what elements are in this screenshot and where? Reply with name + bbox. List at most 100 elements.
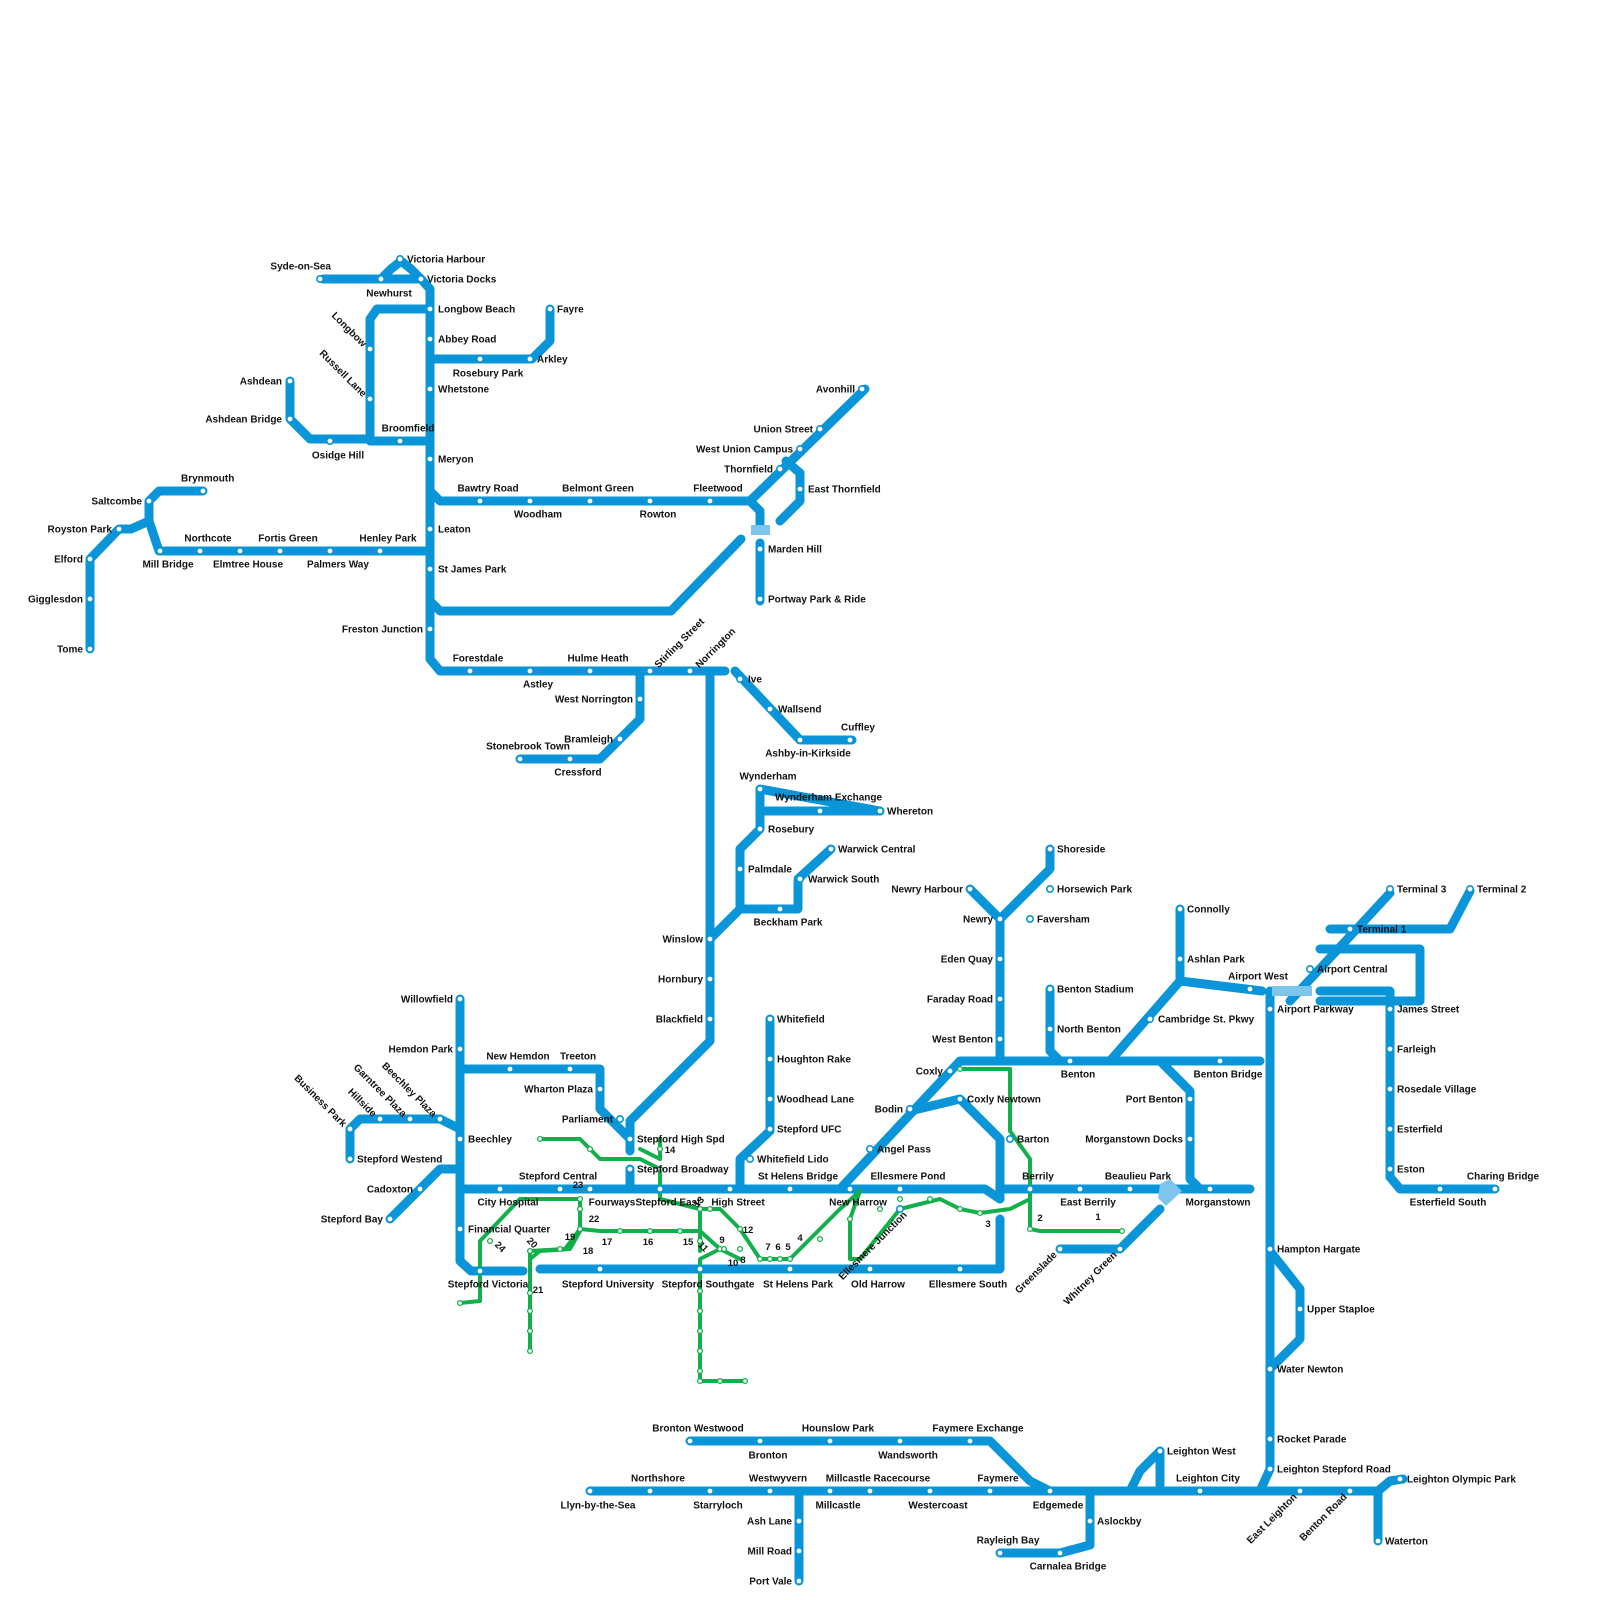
station-marker-osidge-hill[interactable] xyxy=(327,438,333,444)
station-marker-abbey-road[interactable] xyxy=(427,336,433,342)
station-marker-bodin[interactable] xyxy=(907,1106,913,1112)
station-marker-leaton[interactable] xyxy=(427,526,433,532)
tram-stop-marker[interactable] xyxy=(978,1211,983,1216)
station-marker-faymere-exchange[interactable] xyxy=(967,1438,973,1444)
station-marker-syde-on-sea[interactable] xyxy=(317,276,323,282)
station-marker-greenslade[interactable] xyxy=(1057,1246,1063,1252)
station-marker-faversham[interactable] xyxy=(1027,916,1033,922)
tram-stop-marker[interactable] xyxy=(698,1369,703,1374)
station-marker-west-union-campus[interactable] xyxy=(797,446,803,452)
tram-stop-marker[interactable] xyxy=(958,1067,963,1072)
tram-stop-marker[interactable] xyxy=(588,1147,593,1152)
station-marker-russell-lane[interactable] xyxy=(367,396,373,402)
station-marker-norrington[interactable] xyxy=(687,668,693,674)
station-marker-astley[interactable] xyxy=(527,668,533,674)
station-marker-royston-park[interactable] xyxy=(116,526,122,532)
tram-stop-marker[interactable] xyxy=(848,1217,853,1222)
station-marker-stepford-victoria[interactable] xyxy=(477,1268,483,1274)
tram-stop-marker[interactable] xyxy=(1028,1227,1033,1232)
station-marker-upper-staploe[interactable] xyxy=(1297,1306,1303,1312)
station-marker-eden-quay[interactable] xyxy=(997,956,1003,962)
station-marker-woodhead-lane[interactable] xyxy=(767,1096,773,1102)
station-marker-coxly-newtown[interactable] xyxy=(957,1096,963,1102)
station-marker-city-hospital[interactable] xyxy=(497,1186,503,1192)
tram-stop-marker[interactable] xyxy=(678,1229,683,1234)
station-marker-avonhill[interactable] xyxy=(859,386,865,392)
station-marker-shoreside[interactable] xyxy=(1047,846,1053,852)
station-marker-hillside[interactable] xyxy=(377,1116,383,1122)
station-marker-morganstown-docks[interactable] xyxy=(1187,1136,1193,1142)
tram-stop-marker[interactable] xyxy=(698,1309,703,1314)
station-marker-newhurst[interactable] xyxy=(378,276,384,282)
station-marker-horsewich-park[interactable] xyxy=(1047,886,1053,892)
station-marker-newry-harbour[interactable] xyxy=(967,886,973,892)
tram-stop-marker[interactable] xyxy=(1120,1229,1125,1234)
station-marker-coxly[interactable] xyxy=(947,1068,953,1074)
station-marker-palmers-way[interactable] xyxy=(327,548,333,554)
station-marker-stepford-bay[interactable] xyxy=(387,1216,393,1222)
station-marker-hemdon-park[interactable] xyxy=(457,1046,463,1052)
station-marker-henley-park[interactable] xyxy=(377,548,383,554)
tram-stop-marker[interactable] xyxy=(618,1229,623,1234)
station-marker-barton[interactable] xyxy=(1007,1136,1013,1142)
station-marker-ive[interactable] xyxy=(737,676,743,682)
station-marker-wallsend[interactable] xyxy=(767,706,773,712)
tram-stop-marker[interactable] xyxy=(928,1197,933,1202)
station-marker-millcastle[interactable] xyxy=(827,1488,833,1494)
station-marker-bramleigh[interactable] xyxy=(617,736,623,742)
station-marker-stepford-ufc[interactable] xyxy=(767,1126,773,1132)
tram-stop-marker[interactable] xyxy=(738,1247,743,1252)
station-marker-ashdean[interactable] xyxy=(287,378,293,384)
station-marker-whetstone[interactable] xyxy=(427,386,433,392)
station-marker-northcote[interactable] xyxy=(197,548,203,554)
station-marker-eldford[interactable] xyxy=(87,556,93,562)
station-marker-mill-road[interactable] xyxy=(796,1548,802,1554)
tram-stop-marker[interactable] xyxy=(648,1229,653,1234)
station-marker-gigglesdon[interactable] xyxy=(87,596,93,602)
station-marker-whitefield[interactable] xyxy=(767,1016,773,1022)
tram-stop-marker[interactable] xyxy=(743,1379,748,1384)
station-marker-connolly[interactable] xyxy=(1177,906,1183,912)
station-marker-james-street[interactable] xyxy=(1387,1006,1393,1012)
tram-stop-marker[interactable] xyxy=(698,1349,703,1354)
station-marker-newry[interactable] xyxy=(997,916,1003,922)
station-marker-airport-west[interactable] xyxy=(1247,986,1253,992)
station-marker-rosedale-village[interactable] xyxy=(1387,1086,1393,1092)
station-marker-new-hemdon[interactable] xyxy=(507,1066,513,1072)
station-marker-millcastle-racecourse[interactable] xyxy=(867,1488,873,1494)
station-marker-st-helens-park[interactable] xyxy=(787,1266,793,1272)
station-marker-cadoxton[interactable] xyxy=(417,1186,423,1192)
tram-stop-marker[interactable] xyxy=(558,1247,563,1252)
station-marker-arkley[interactable] xyxy=(527,356,533,362)
station-marker-warwick-south[interactable] xyxy=(797,876,803,882)
tram-stop-marker[interactable] xyxy=(698,1329,703,1334)
station-marker-hornbury[interactable] xyxy=(707,976,713,982)
station-marker-fleetwood[interactable] xyxy=(707,498,713,504)
station-marker-westwyvern[interactable] xyxy=(767,1488,773,1494)
tram-stop-marker[interactable] xyxy=(718,1379,723,1384)
station-marker-port-vale[interactable] xyxy=(796,1578,802,1584)
station-marker-victoria-harbour[interactable] xyxy=(397,256,403,262)
station-marker-garntree-plaza[interactable] xyxy=(407,1116,413,1122)
station-marker-stepford-high-spd[interactable] xyxy=(627,1136,633,1142)
station-marker-rocket-parade[interactable] xyxy=(1267,1436,1273,1442)
station-marker-rowton[interactable] xyxy=(647,498,653,504)
station-marker-berrily[interactable] xyxy=(1027,1186,1033,1192)
station-marker-fourways[interactable] xyxy=(587,1186,593,1192)
station-marker-ashby[interactable] xyxy=(797,737,803,743)
station-marker-rosebury[interactable] xyxy=(757,826,763,832)
station-marker-eston[interactable] xyxy=(1387,1166,1393,1172)
station-marker-marden-hill[interactable] xyxy=(757,546,763,552)
station-marker-benton[interactable] xyxy=(1067,1058,1073,1064)
station-marker-terminal-1[interactable] xyxy=(1347,926,1353,932)
station-marker-llyn[interactable] xyxy=(587,1488,593,1494)
tram-stop-marker[interactable] xyxy=(528,1349,533,1354)
station-marker-st-helens-bridge[interactable] xyxy=(787,1186,793,1192)
station-marker-angel-pass[interactable] xyxy=(867,1146,873,1152)
station-marker-airport-parkway[interactable] xyxy=(1267,1006,1273,1012)
station-marker-farleigh[interactable] xyxy=(1387,1046,1393,1052)
station-marker-aslockby[interactable] xyxy=(1087,1518,1093,1524)
station-marker-northshore[interactable] xyxy=(647,1488,653,1494)
tram-stop-marker[interactable] xyxy=(722,1247,727,1252)
station-marker-leighton-city[interactable] xyxy=(1197,1488,1203,1494)
